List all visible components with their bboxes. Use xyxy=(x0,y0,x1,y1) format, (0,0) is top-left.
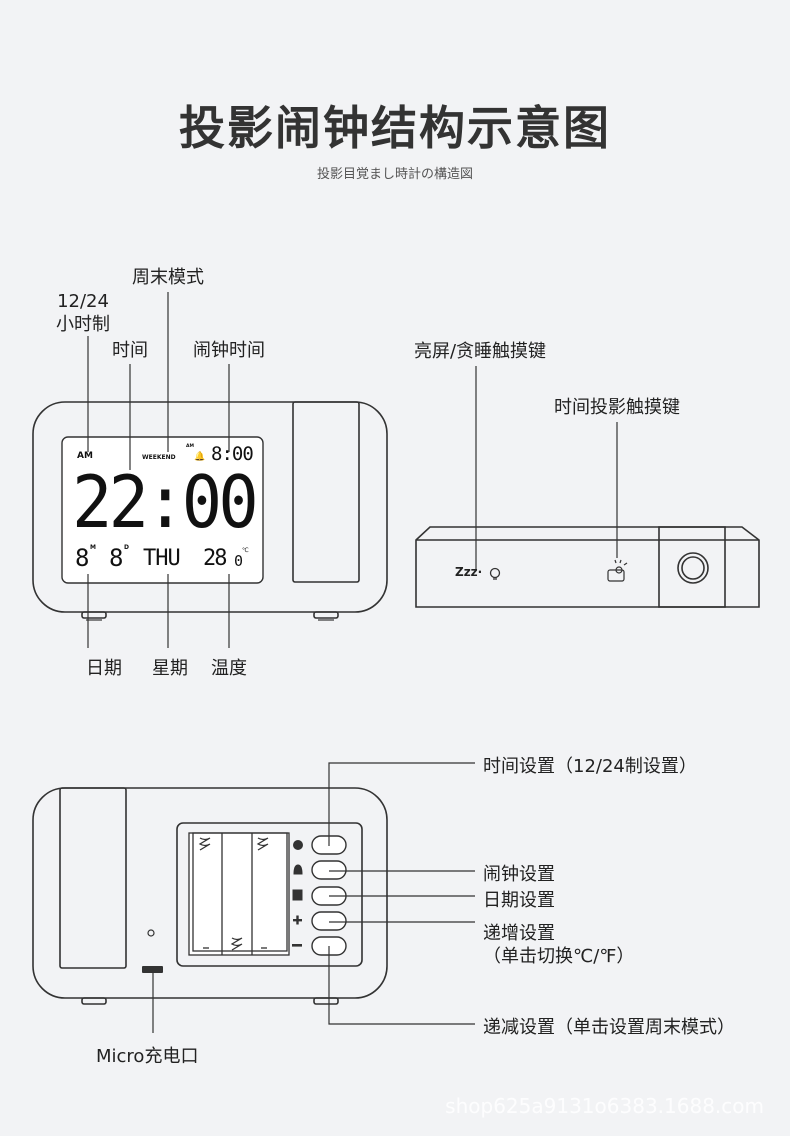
label-time-set: 时间设置（12/24制设置） xyxy=(483,756,697,777)
alarm-bell-icon: 🔔 xyxy=(194,452,206,462)
snooze-bulb-icon xyxy=(489,567,501,580)
plus-icon-v xyxy=(296,915,299,925)
micro-usb-port xyxy=(142,966,163,973)
button-icons xyxy=(292,840,303,947)
label-snooze-key: 亮屏/贪睡触摸键 xyxy=(413,341,547,362)
top-clock-body xyxy=(415,526,760,608)
label-weekday: 星期 xyxy=(152,658,188,679)
top-callout-lines xyxy=(475,366,618,570)
bell-icon xyxy=(293,864,303,875)
lcd-main-time: 22:00 xyxy=(72,460,259,544)
front-callout-lines xyxy=(87,292,230,648)
label-hour-format: 12/24 小时制 xyxy=(56,291,110,335)
lcd-weekend-indicator: WEEKEND xyxy=(142,454,176,461)
label-date-set: 日期设置 xyxy=(483,890,555,911)
front-clock-body xyxy=(32,401,388,619)
label-plus-set: 递增设置 xyxy=(483,923,555,944)
label-date: 日期 xyxy=(86,658,122,679)
label-micro-port: Micro充电口 xyxy=(96,1046,199,1067)
lcd-temp-decimal: 0 xyxy=(234,552,244,570)
lcd-temp-unit: ℃ xyxy=(242,547,249,554)
label-temperature: 温度 xyxy=(211,658,247,679)
page-subtitle: 投影目覚まし時計の構造図 xyxy=(316,167,473,182)
back-callout-lines xyxy=(152,762,475,1033)
lcd-day-mark: D xyxy=(124,544,129,551)
projection-touch-icon xyxy=(607,559,628,582)
label-alarm-set: 闹钟设置 xyxy=(483,864,555,885)
battery-compartment xyxy=(188,832,290,956)
lcd-weekday: THU xyxy=(143,546,181,571)
lcd-month: 8 xyxy=(75,544,90,572)
lcd-day: 8 xyxy=(109,544,124,572)
label-plus-note: （单击切换℃/℉） xyxy=(483,946,635,967)
page-title: 投影闹钟结构示意图 xyxy=(179,101,611,155)
minus-icon xyxy=(292,944,302,947)
label-alarm-time: 闹钟时间 xyxy=(193,340,265,361)
back-clock-body xyxy=(32,787,388,1005)
label-time: 时间 xyxy=(112,340,148,361)
watermark: shop625a9131o6383.1688.com xyxy=(445,1094,764,1118)
calendar-icon xyxy=(292,889,303,901)
label-projection-key: 时间投影触摸键 xyxy=(554,397,680,418)
lcd-month-mark: M xyxy=(90,544,96,551)
lcd-am-indicator: AM xyxy=(77,451,93,461)
lcd-screen xyxy=(61,436,264,584)
back-hole xyxy=(147,929,155,937)
lcd-alarm-time: 8:00 xyxy=(211,443,254,465)
lcd-temperature: 28 xyxy=(203,546,227,571)
clock-icon xyxy=(293,840,303,850)
label-minus-set: 递减设置（单击设置周末模式） xyxy=(483,1017,735,1038)
label-weekend-mode: 周末模式 xyxy=(132,267,204,288)
lcd-alarm-am: AM xyxy=(186,444,194,449)
snooze-symbol: Zzz· xyxy=(455,565,483,579)
